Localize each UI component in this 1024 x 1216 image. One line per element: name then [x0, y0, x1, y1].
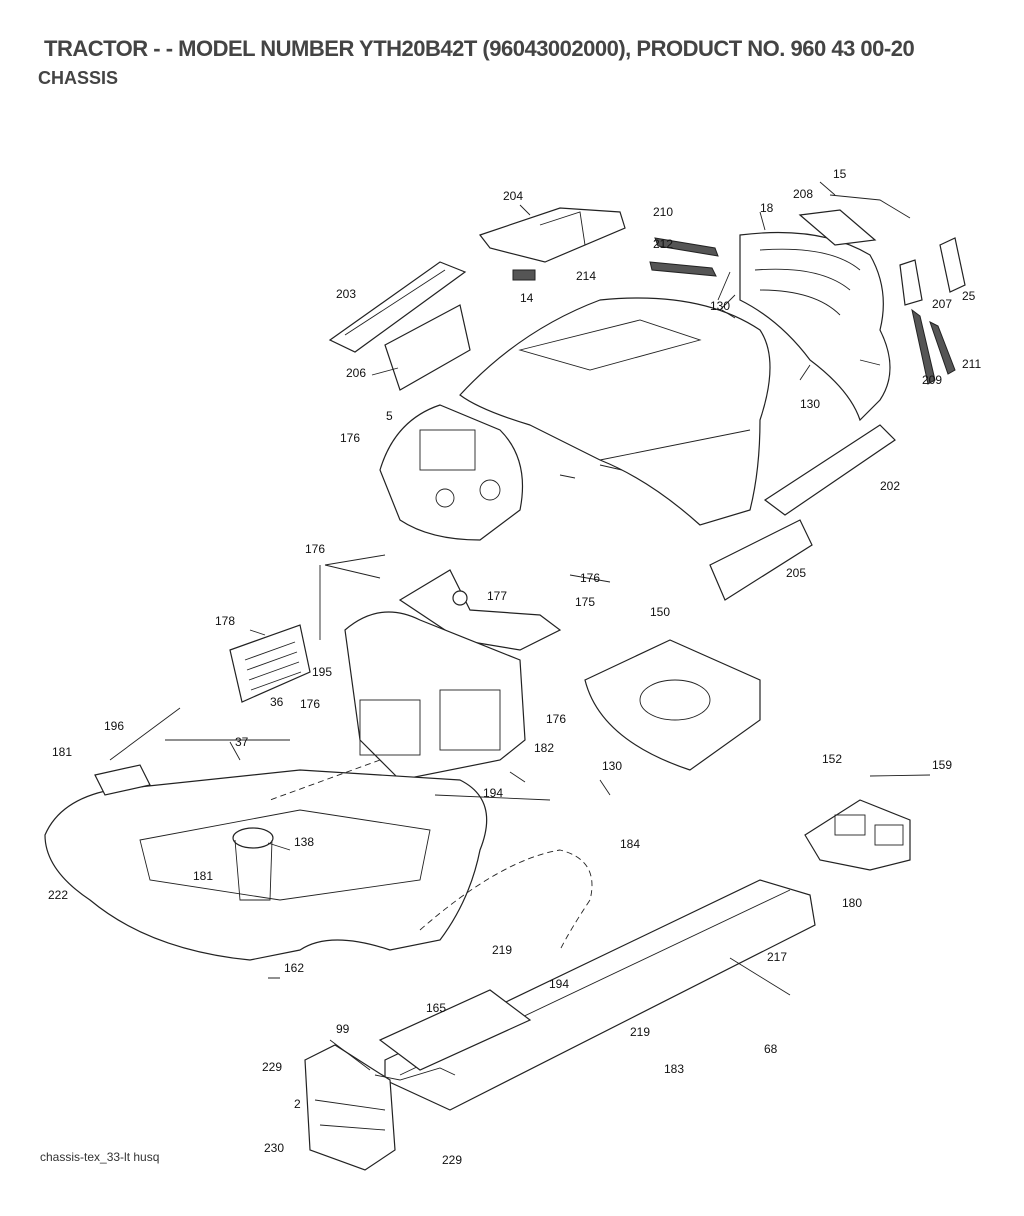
callout-label: 176 [340, 431, 360, 445]
callout-label: 15 [833, 167, 847, 181]
page-title: TRACTOR - - MODEL NUMBER YTH20B42T (9604… [44, 36, 915, 61]
callout-label: 229 [262, 1060, 282, 1074]
callout-label: 230 [264, 1141, 284, 1155]
fender-150 [584, 639, 761, 771]
dashboard [379, 404, 523, 541]
callout-label: 159 [932, 758, 952, 772]
callout-label: 99 [336, 1022, 350, 1036]
callout-label: 181 [52, 745, 72, 759]
callout-label: 211 [962, 357, 981, 371]
callout-label: 203 [336, 287, 356, 301]
callout-label: 208 [793, 187, 813, 201]
dash-housing-182 [344, 611, 526, 781]
callout-label: 130 [710, 299, 730, 313]
side-screen-178 [229, 624, 311, 703]
callout-label: 130 [800, 397, 820, 411]
page-subtitle: CHASSIS [38, 68, 119, 88]
callout-label: 214 [576, 269, 596, 283]
callout-label: 181 [193, 869, 213, 883]
callout-label: 207 [932, 297, 952, 311]
diagram-code: chassis-tex_33-lt husq [40, 1150, 160, 1164]
callout-label: 195 [312, 665, 332, 679]
callout-label: 176 [546, 712, 566, 726]
callout-label: 184 [620, 837, 640, 851]
callout-label: 162 [284, 961, 304, 975]
callout-label: 205 [786, 566, 806, 580]
callout-label: 177 [487, 589, 507, 603]
callout-label: 196 [104, 719, 124, 733]
callout-label: 210 [653, 205, 673, 219]
callout-label: 130 [602, 759, 622, 773]
callout-label: 68 [764, 1042, 778, 1056]
callout-label: 176 [305, 542, 325, 556]
callout-label: 219 [630, 1025, 650, 1039]
callout-label: 217 [767, 950, 787, 964]
callout-label: 2 [294, 1097, 301, 1111]
callout-label: 176 [580, 571, 600, 585]
callout-label: 14 [520, 291, 534, 305]
callout-label: 209 [922, 373, 942, 387]
callout-label: 176 [300, 697, 320, 711]
callout-label: 194 [483, 786, 503, 800]
callout-label: 25 [962, 289, 976, 303]
grille-top [479, 207, 626, 263]
rear-fender-37 [44, 769, 488, 961]
front-panel-202 [763, 424, 896, 516]
callout-label: 194 [549, 977, 569, 991]
callout-label: 36 [270, 695, 284, 709]
callout-label: 165 [426, 1001, 446, 1015]
callout-label: 182 [534, 741, 554, 755]
front-bracket-2 [304, 1044, 396, 1171]
callout-label: 180 [842, 896, 862, 910]
callout-label: 37 [235, 735, 249, 749]
callout-label: 183 [664, 1062, 684, 1076]
side-panel-203 [328, 261, 467, 353]
callout-label: 206 [346, 366, 366, 380]
callout-label: 229 [442, 1153, 462, 1167]
callout-label: 202 [880, 479, 900, 493]
callout-label: 5 [386, 409, 393, 423]
callout-label: 18 [760, 201, 774, 215]
callout-label: 212 [653, 237, 673, 251]
callout-label: 178 [215, 614, 235, 628]
callout-label: 204 [503, 189, 523, 203]
callout-label: 150 [650, 605, 670, 619]
callout-label: 138 [294, 835, 314, 849]
callout-label: 222 [48, 888, 68, 902]
callout-label: 175 [575, 595, 595, 609]
callout-label: 219 [492, 943, 512, 957]
callout-label: 152 [822, 752, 842, 766]
